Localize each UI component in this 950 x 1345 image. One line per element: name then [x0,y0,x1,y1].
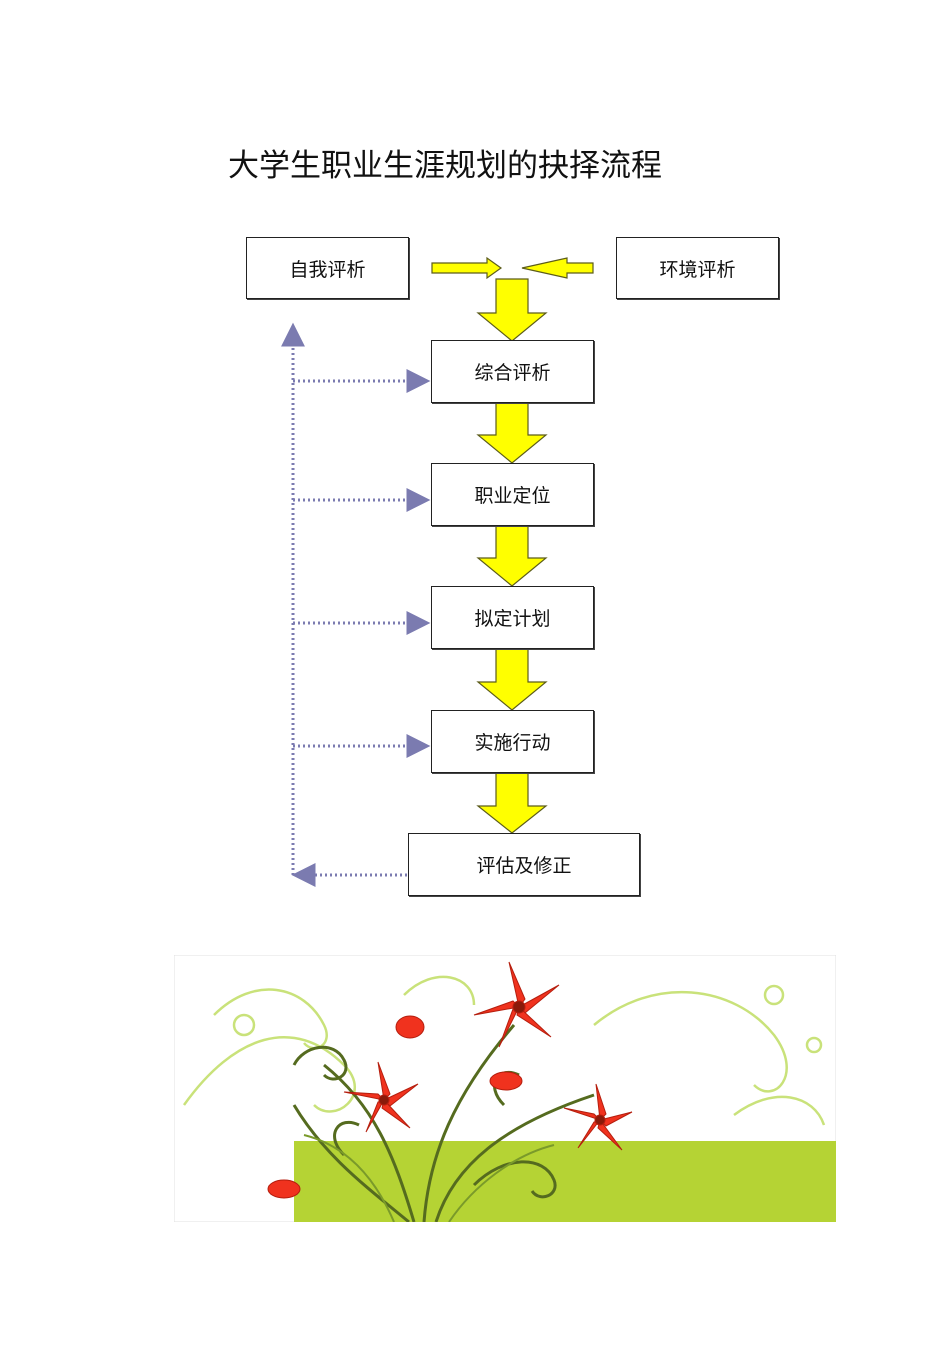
down-arrow-4 [476,648,548,711]
box-step-label: 实施行动 [474,732,551,754]
floral-decoration-image [174,955,836,1222]
box-step-1: 综合评析 [431,340,594,403]
down-arrow-2 [476,402,548,464]
box-step-label: 综合评析 [474,362,551,384]
box-step-label: 拟定计划 [474,608,551,630]
feedback-loop [281,322,431,887]
box-step-4: 实施行动 [431,710,594,773]
right-pointing-arrow [431,256,503,280]
box-self-analysis: 自我评析 [246,237,409,299]
box-step-label: 职业定位 [474,485,551,507]
flower-icon [267,961,633,1199]
left-pointing-arrow [521,257,594,279]
box-step-5: 评估及修正 [408,833,640,896]
box-step-3: 拟定计划 [431,586,594,649]
page-title: 大学生职业生涯规划的抉择流程 [228,148,662,184]
box-environment-analysis-label: 环境评析 [659,258,736,281]
down-arrow-1 [476,278,548,342]
box-self-analysis-label: 自我评析 [289,258,366,281]
down-arrow-5 [476,772,548,834]
flowchart-diagram [281,256,594,887]
down-arrow-3 [476,525,548,587]
box-step-label: 评估及修正 [476,855,572,877]
box-step-2: 职业定位 [431,463,594,526]
box-environment-analysis: 环境评析 [616,237,779,299]
